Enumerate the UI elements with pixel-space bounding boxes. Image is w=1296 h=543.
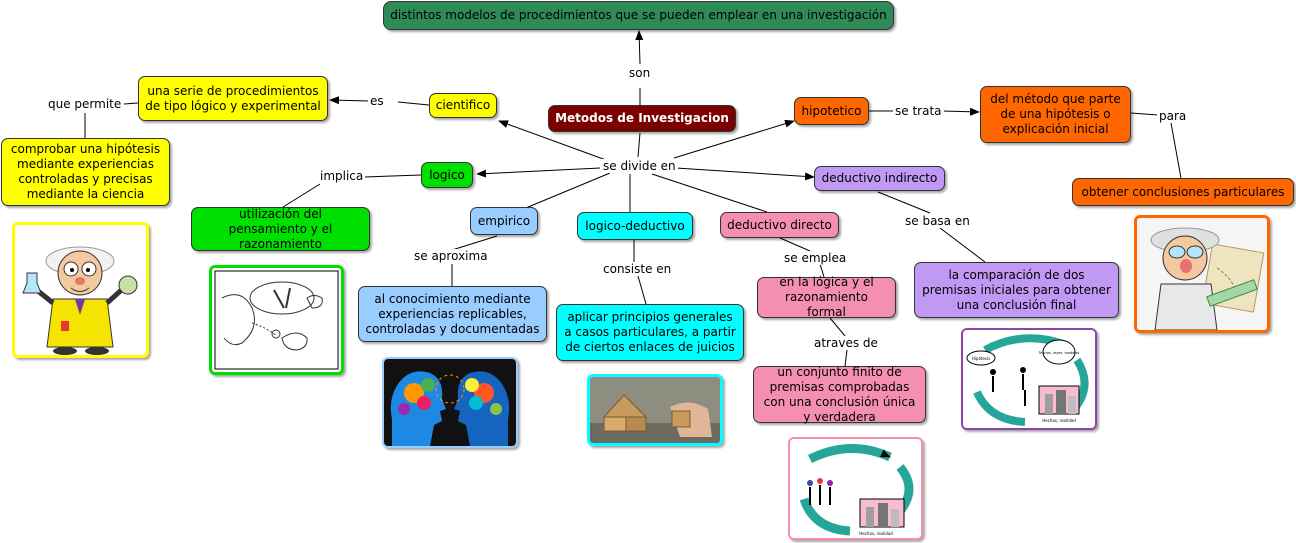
- node-hipotetico[interactable]: hipotetico: [794, 97, 869, 125]
- link-para: para: [1157, 109, 1189, 123]
- node-deductivo-directo-def[interactable]: en la lógica y el razonamiento formal: [757, 275, 896, 319]
- edge-es-def: [329, 96, 370, 105]
- edge-def-permite: [123, 102, 139, 105]
- edge-logico-implica: [364, 174, 422, 178]
- node-cientifico[interactable]: cientifico: [429, 93, 497, 118]
- edge-divide-deductivo-indirecto: [675, 167, 815, 181]
- edge-divide-hipotetico: [673, 119, 795, 159]
- node-premisas[interactable]: un conjunto finito de premisas comprobad…: [753, 365, 926, 424]
- node-cientifico-def[interactable]: una serie de procedimientos de tipo lógi…: [138, 76, 328, 121]
- node-logico-deductivo-def[interactable]: aplicar principios generales a casos par…: [556, 304, 744, 361]
- small-hechos-label: Hechos, realidad: [1042, 418, 1076, 423]
- edge-son-title: [635, 30, 644, 65]
- edge-divide-cientifico: [498, 120, 607, 161]
- link-implica: implica: [318, 169, 366, 183]
- node-hipotetico-def[interactable]: del método que parte de una hipótesis o …: [980, 86, 1131, 143]
- link-divide: se divide en: [601, 159, 678, 173]
- edge-di-basa: [877, 191, 931, 214]
- scientist-cartoon-image: [12, 222, 149, 358]
- edge-trata-def: [941, 107, 980, 116]
- edge-implica-def: [282, 183, 321, 208]
- edge-def-para: [1130, 112, 1159, 116]
- node-comprobar[interactable]: comprobar una hipótesis mediante experie…: [1, 138, 170, 206]
- edge-divide-logico: [476, 167, 601, 178]
- edge-divide-deductivo-directo: [651, 173, 768, 213]
- duck-sketch-image: [209, 265, 344, 375]
- node-deductivo-indirecto[interactable]: deductivo indirecto: [814, 166, 945, 191]
- link-consiste: consiste en: [601, 262, 674, 276]
- link-que-permite: que permite: [46, 97, 124, 111]
- cycle-diagram-small-image: Hipótesis Teorías, leyes, modelos Hechos…: [961, 328, 1097, 430]
- node-conclusiones[interactable]: obtener conclusiones particulares: [1072, 178, 1294, 206]
- title-node[interactable]: distintos modelos de procedimientos que …: [383, 1, 894, 30]
- node-logico-deductivo[interactable]: logico-deductivo: [577, 212, 693, 240]
- edge-root-divide: [637, 132, 641, 158]
- link-basa: se basa en: [903, 214, 972, 228]
- node-empirico[interactable]: empirico: [470, 207, 538, 235]
- node-logico-def[interactable]: utilización del pensamiento y el razonam…: [191, 207, 370, 251]
- edge-dd-emplea: [779, 237, 811, 252]
- small-hipotesis-label: Hipótesis: [972, 356, 990, 361]
- root-node[interactable]: Metodos de Investigacion: [548, 105, 736, 132]
- link-atraves: atraves de: [812, 336, 880, 350]
- brains-gears-image: [382, 357, 518, 448]
- wooden-puzzle-image: [587, 374, 723, 446]
- edge-consiste-def: [637, 275, 647, 305]
- edge-cientifico-es: [397, 101, 430, 106]
- edge-atraves-premisas: [844, 349, 848, 367]
- node-deductivo-directo[interactable]: deductivo directo: [720, 212, 839, 238]
- edge-para-conclusiones: [1170, 122, 1182, 179]
- edge-empirico-aproxima: [451, 235, 498, 251]
- cycle-diagram-large-image: Hechos, realidad: [788, 437, 923, 540]
- edge-divide-empirico: [520, 172, 611, 211]
- node-empirico-def[interactable]: al conocimiento mediante experiencias re…: [358, 286, 547, 342]
- small-teorias-label: Teorías, leyes, modelos: [1038, 351, 1080, 355]
- link-aproxima: se aproxima: [412, 249, 490, 263]
- scientist-map-image: [1134, 215, 1270, 333]
- link-es: es: [368, 94, 386, 108]
- node-deductivo-indirecto-def[interactable]: la comparación de dos premisas iniciales…: [914, 262, 1119, 318]
- edge-def-atraves: [829, 317, 846, 337]
- edge-emplea-def: [819, 263, 825, 278]
- node-logico[interactable]: logico: [421, 162, 473, 188]
- big-hechos-label: Hechos, realidad: [859, 531, 893, 536]
- link-trata: se trata: [893, 104, 944, 118]
- edge-basa-def: [939, 227, 986, 263]
- link-son: son: [627, 66, 653, 80]
- link-emplea: se emplea: [782, 251, 849, 265]
